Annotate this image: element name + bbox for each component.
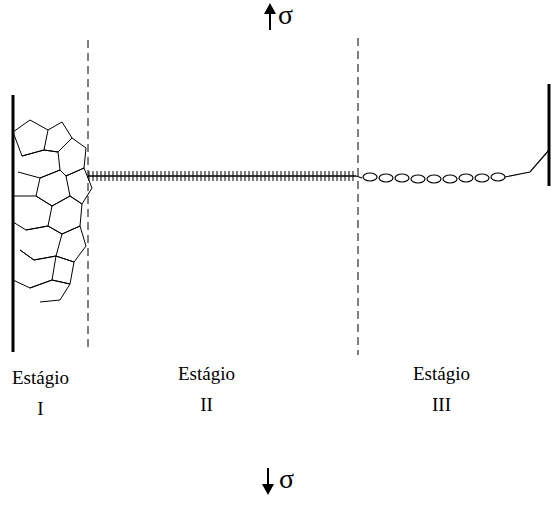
striations [88, 170, 356, 182]
grain-structure [13, 120, 92, 302]
load-arrow [262, 468, 274, 495]
stage-label: Estágio II [178, 358, 235, 420]
stage-label: Estágio III [413, 358, 470, 420]
final-fracture [356, 150, 549, 183]
stage-boundary [88, 40, 89, 352]
stress-symbol: σ [278, 0, 293, 30]
stage-boundary [358, 38, 359, 355]
load-arrow [264, 3, 276, 30]
specimen-edge [548, 84, 551, 186]
stage-label: Estágio I [12, 362, 69, 424]
stress-symbol: σ [279, 464, 294, 494]
